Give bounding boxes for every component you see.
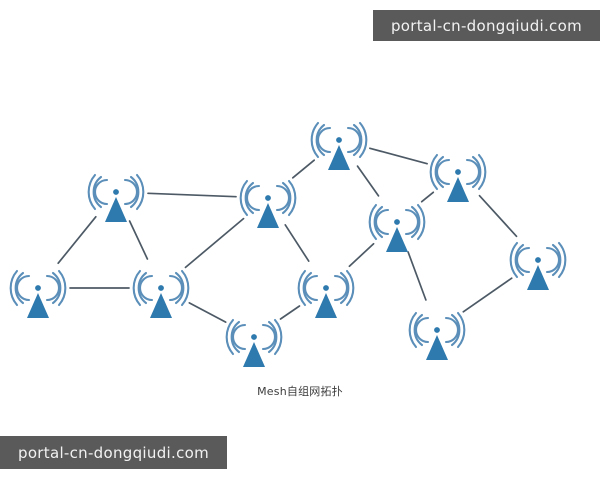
link-upper-right-to-center-right: [420, 191, 435, 203]
link-center-lower-to-bottom-center: [279, 305, 301, 320]
link-bottom-center-to-center-left-lower: [188, 302, 227, 323]
wireless-tower-icon: [132, 269, 190, 320]
diagram-caption: Mesh自组网拓扑: [257, 385, 343, 398]
node-bottom-center[interactable]: [225, 318, 283, 369]
node-upper-right[interactable]: [429, 153, 487, 204]
link-top-to-upper-right: [369, 147, 428, 165]
link-top-to-center-right: [356, 165, 380, 197]
wireless-tower-icon: [87, 173, 145, 224]
wireless-tower-icon: [368, 203, 426, 254]
edge-layer: [57, 147, 518, 323]
link-center-right-to-bottom-right: [407, 251, 427, 301]
node-bottom-right[interactable]: [408, 311, 466, 362]
wireless-tower-icon: [310, 121, 368, 172]
link-center-upper-left-to-center-lower: [284, 224, 310, 262]
node-center-lower[interactable]: [297, 269, 355, 320]
watermark-top: portal-cn-dongqiudi.com: [372, 10, 600, 41]
link-far-right-to-bottom-right: [462, 277, 513, 313]
node-left-lower[interactable]: [9, 269, 67, 320]
node-far-right[interactable]: [509, 241, 567, 292]
node-top[interactable]: [310, 121, 368, 172]
link-left-upper-to-center-upper-left: [147, 192, 237, 198]
node-left-upper[interactable]: [87, 173, 145, 224]
link-center-upper-left-to-top: [291, 159, 316, 179]
link-center-right-to-center-lower: [348, 242, 375, 268]
link-left-upper-to-center-left-lower: [128, 220, 149, 260]
node-center-left-lower[interactable]: [132, 269, 190, 320]
link-center-upper-left-to-center-left-lower: [184, 217, 245, 269]
wireless-tower-icon: [429, 153, 487, 204]
node-layer: [9, 121, 567, 369]
wireless-tower-icon: [408, 311, 466, 362]
wireless-tower-icon: [9, 269, 67, 320]
node-center-right[interactable]: [368, 203, 426, 254]
link-upper-right-to-far-right: [478, 194, 518, 238]
wireless-tower-icon: [509, 241, 567, 292]
wireless-tower-icon: [297, 269, 355, 320]
watermark-bottom: portal-cn-dongqiudi.com: [0, 436, 228, 469]
wireless-tower-icon: [225, 318, 283, 369]
wireless-tower-icon: [239, 179, 297, 230]
link-left-lower-to-left-upper: [57, 215, 97, 265]
node-center-upper-left[interactable]: [239, 179, 297, 230]
